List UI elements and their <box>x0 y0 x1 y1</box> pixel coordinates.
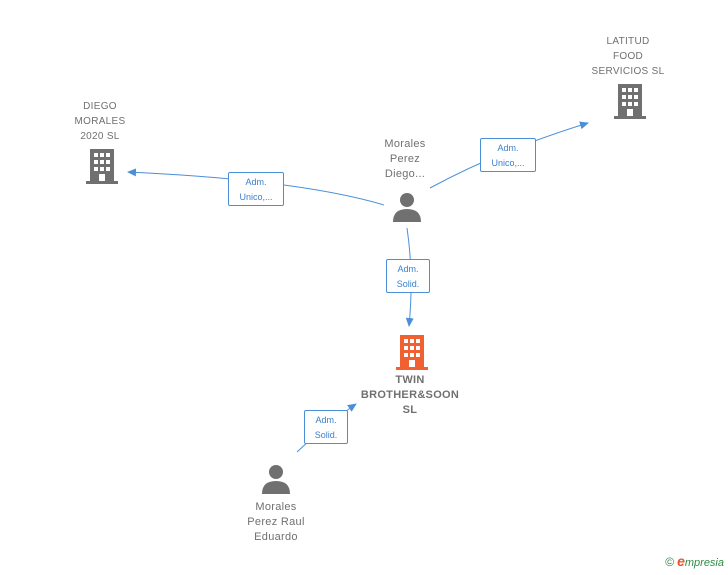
edge-label-line: Solid. <box>314 430 338 440</box>
copyright-symbol: © <box>665 555 675 569</box>
node-label-morales-perez-diego: Morales Perez Diego... <box>384 138 426 180</box>
edge-label-line: Adm. <box>497 143 519 153</box>
edge-label-to-latitud-food[interactable]: Adm. Unico,... <box>480 138 536 172</box>
edge-label-to-twin-from-raul[interactable]: Adm. Solid. <box>304 410 348 444</box>
node-label-twin-brother-soon: TWIN BROTHER&SOON SL <box>360 374 460 416</box>
edge-label-line: Adm. <box>315 415 337 425</box>
brand-name: mpresia <box>684 557 724 569</box>
building-icon[interactable] <box>614 84 646 119</box>
person-icon[interactable] <box>261 464 291 494</box>
building-icon[interactable] <box>396 335 428 370</box>
building-icon[interactable] <box>86 149 118 184</box>
node-label-latitud-food: LATITUD FOOD SERVICIOS SL <box>591 36 665 77</box>
node-label-diego-morales: DIEGO MORALES 2020 SL <box>74 101 126 142</box>
person-icon[interactable] <box>392 192 422 222</box>
edge-label-line: Unico,... <box>239 192 273 202</box>
edge-label-line: Unico,... <box>491 158 525 168</box>
node-label-morales-perez-raul: Morales Perez Raul Eduardo <box>247 501 305 543</box>
edge-label-to-diego-morales[interactable]: Adm. Unico,... <box>228 172 284 206</box>
empresia-logo: ©empresia <box>665 553 724 569</box>
edge-label-line: Adm. <box>245 177 267 187</box>
brand-e: e <box>677 553 685 569</box>
edge-label-line: Adm. <box>397 264 419 274</box>
edge-label-to-twin-from-diego[interactable]: Adm. Solid. <box>386 259 430 293</box>
edge-label-line: Solid. <box>396 279 420 289</box>
